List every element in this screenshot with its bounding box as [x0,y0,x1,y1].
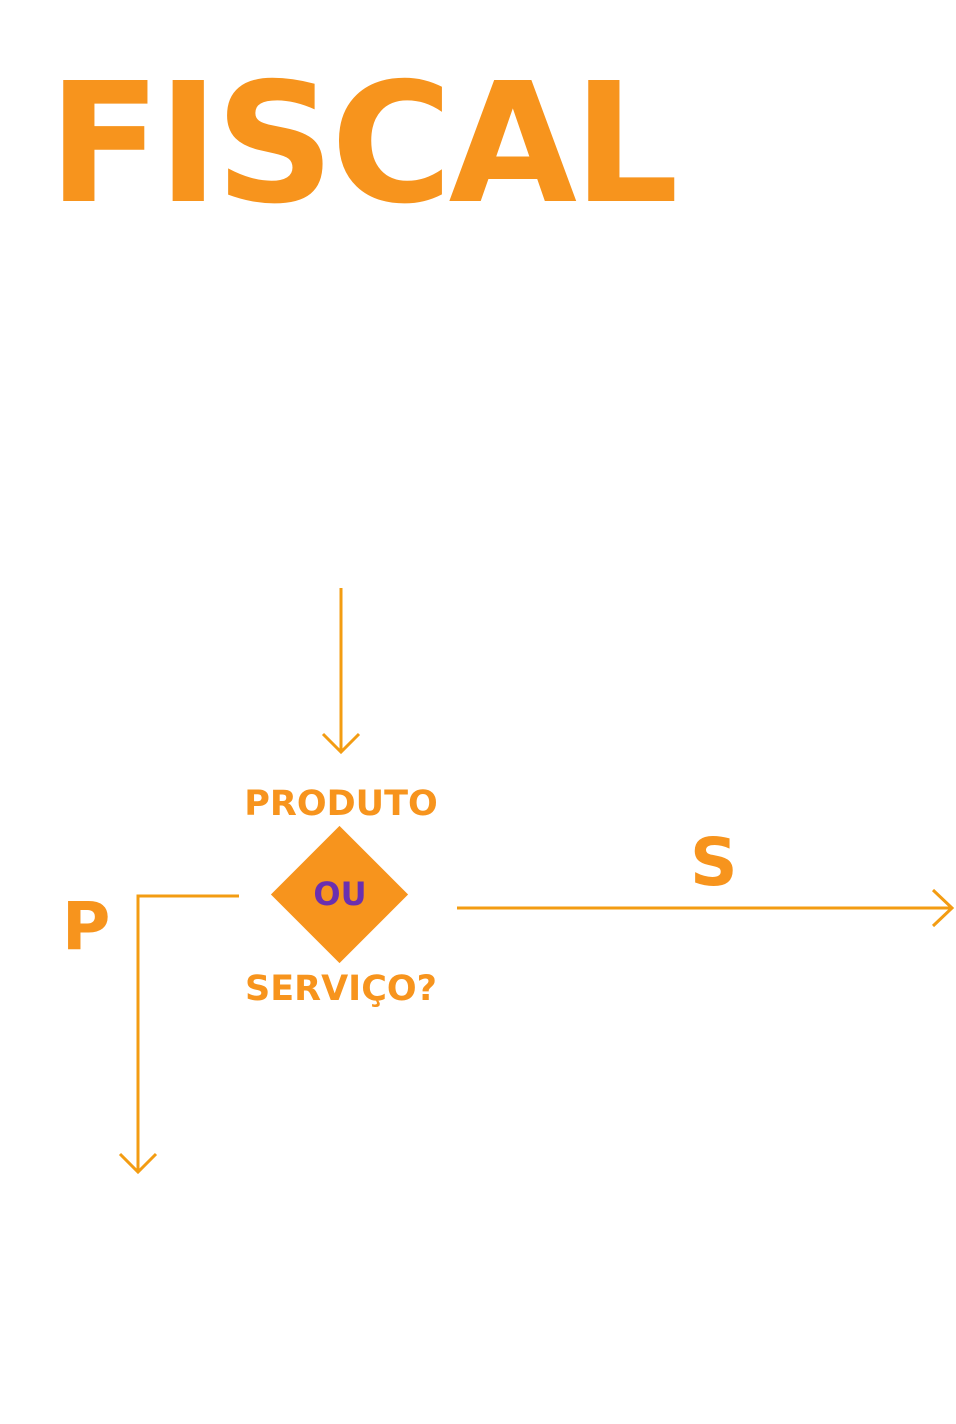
s-branch-arrow [457,888,955,928]
page-title: FISCAL [48,48,679,241]
decision-bottom-label: SERVIÇO? [245,969,437,1009]
branch-label-p: P [62,888,111,965]
incoming-arrow [321,588,361,755]
decision-center-label: OU [313,875,367,913]
p-branch-arrow [118,894,239,1175]
branch-label-s: S [690,824,738,901]
decision-top-label: PRODUTO [244,784,438,824]
